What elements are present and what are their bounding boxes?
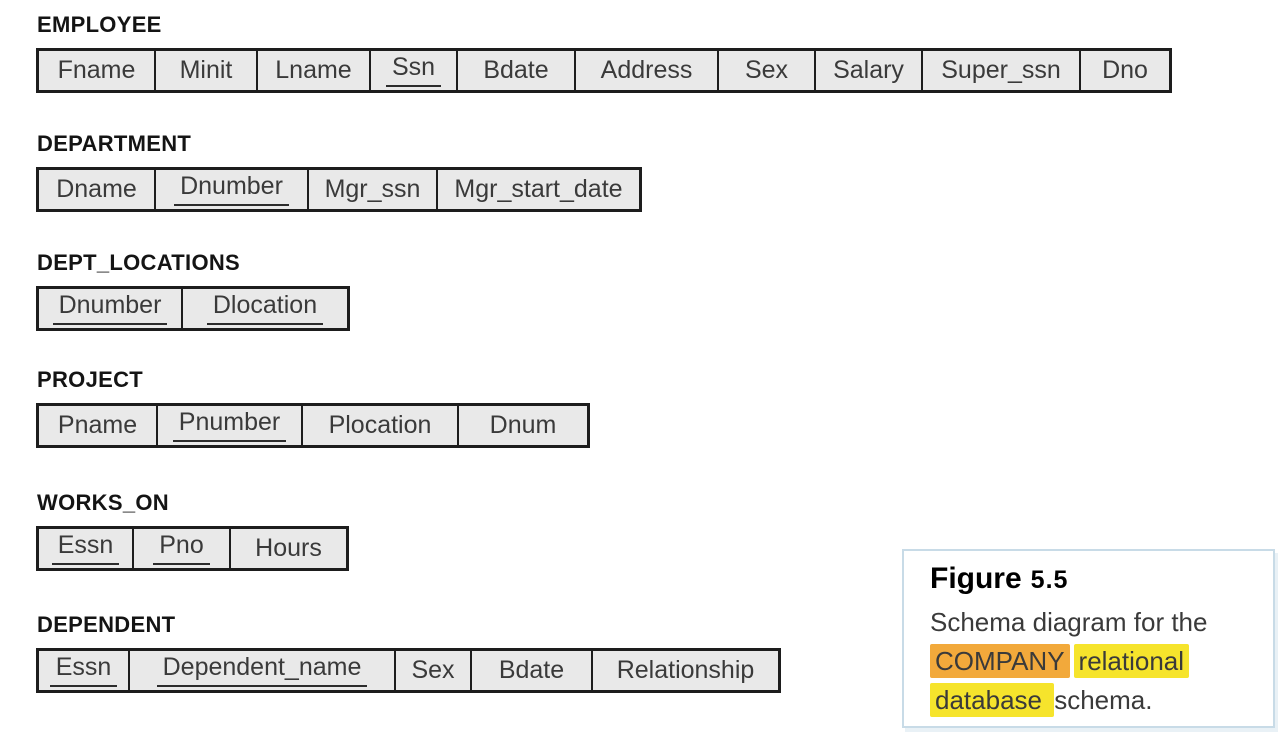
- attribute-label: Dnum: [489, 410, 557, 439]
- caption-line-schema-diagram: Schema diagram for the: [930, 603, 1273, 642]
- table-name-department: DEPARTMENT: [37, 131, 192, 156]
- caption-text: Schema diagram for the: [930, 607, 1208, 637]
- figure-number: 5.5: [1030, 566, 1069, 594]
- attribute-label-primary-key: Ssn: [385, 54, 442, 87]
- attr-cell-super-ssn: Super_ssn: [923, 51, 1081, 90]
- attribute-label: Mgr_start_date: [454, 174, 623, 203]
- attr-cell-dnumber: Dnumber: [156, 170, 309, 209]
- attribute-label-primary-key: Essn: [49, 654, 118, 687]
- attribute-label: Super_ssn: [941, 55, 1061, 84]
- highlighted-word-relational: relational: [1073, 644, 1190, 678]
- attr-cell-dependent-name: Dependent_name: [130, 651, 396, 690]
- attr-cell-bdate: Bdate: [472, 651, 593, 690]
- attr-cell-dnumber: Dnumber: [39, 289, 183, 328]
- attr-cell-lname: Lname: [258, 51, 371, 90]
- dept-locations-relation-row: Dnumber Dlocation: [36, 286, 350, 331]
- figure-word: Figure: [930, 562, 1022, 595]
- attr-cell-address: Address: [576, 51, 719, 90]
- attr-cell-pno: Pno: [134, 529, 231, 568]
- table-section-works-on: WORKS_ON Essn Pno Hours: [36, 491, 349, 571]
- attribute-label: Bdate: [498, 655, 565, 684]
- attribute-label: Hours: [255, 533, 322, 562]
- highlighted-word-company: COMPANY: [930, 644, 1070, 678]
- attribute-label: Sex: [744, 55, 789, 84]
- attribute-label: Mgr_ssn: [324, 174, 421, 203]
- caption-text: schema.: [1054, 685, 1153, 715]
- attr-cell-relationship: Relationship: [593, 651, 778, 690]
- attr-cell-essn: Essn: [39, 529, 134, 568]
- attribute-label: Dname: [56, 174, 137, 203]
- table-section-department: DEPARTMENT Dname Dnumber Mgr_ssn Mgr_sta…: [36, 132, 642, 212]
- attribute-label-primary-key: Dnumber: [52, 292, 168, 325]
- table-section-dept-locations: DEPT_LOCATIONS Dnumber Dlocation: [36, 251, 350, 331]
- attribute-label: Pname: [57, 410, 138, 439]
- attribute-label: Dno: [1102, 55, 1148, 84]
- attribute-label-primary-key: Dlocation: [206, 292, 324, 325]
- attribute-label: Minit: [179, 55, 233, 84]
- attr-cell-pname: Pname: [39, 406, 158, 445]
- attr-cell-sex: Sex: [396, 651, 472, 690]
- table-name-employee: EMPLOYEE: [37, 12, 162, 37]
- attribute-label: Sex: [411, 655, 455, 684]
- attr-cell-ssn: Ssn: [371, 51, 458, 90]
- table-name-project: PROJECT: [37, 367, 144, 392]
- attr-cell-fname: Fname: [39, 51, 156, 90]
- attribute-label: Salary: [833, 55, 904, 84]
- attr-cell-salary: Salary: [816, 51, 923, 90]
- attribute-label-primary-key: Essn: [51, 532, 120, 565]
- attribute-label-primary-key: Dnumber: [174, 173, 289, 206]
- figure-title: Figure 5.5: [930, 560, 1273, 603]
- attribute-label: Relationship: [616, 655, 755, 684]
- attribute-label-primary-key: Dependent_name: [156, 654, 368, 687]
- attr-cell-sex: Sex: [719, 51, 816, 90]
- attribute-label-primary-key: Pno: [153, 532, 210, 565]
- project-relation-row: Pname Pnumber Plocation Dnum: [36, 403, 590, 448]
- dependent-relation-row: Essn Dependent_name Sex Bdate Relationsh…: [36, 648, 781, 693]
- table-name-dept-locations: DEPT_LOCATIONS: [37, 250, 241, 275]
- attr-cell-dname: Dname: [39, 170, 156, 209]
- attr-cell-dnum: Dnum: [459, 406, 587, 445]
- attr-cell-hours: Hours: [231, 529, 346, 568]
- attr-cell-plocation: Plocation: [303, 406, 459, 445]
- highlighted-word-database: database: [930, 683, 1055, 717]
- attr-cell-minit: Minit: [156, 51, 258, 90]
- attribute-label: Bdate: [483, 55, 549, 84]
- attr-cell-bdate: Bdate: [458, 51, 576, 90]
- attr-cell-essn: Essn: [39, 651, 130, 690]
- attribute-label-primary-key: Pnumber: [172, 409, 287, 442]
- attr-cell-mgr-ssn: Mgr_ssn: [309, 170, 438, 209]
- attr-cell-dno: Dno: [1081, 51, 1169, 90]
- department-relation-row: Dname Dnumber Mgr_ssn Mgr_start_date: [36, 167, 642, 212]
- figure-caption-box: Figure 5.5 Schema diagram for the COMPANY…: [902, 549, 1275, 728]
- table-section-employee: EMPLOYEE Fname Minit Lname Ssn Bdate Add…: [36, 13, 1172, 93]
- attribute-label: Lname: [275, 55, 352, 84]
- attr-cell-pnumber: Pnumber: [158, 406, 303, 445]
- table-name-dependent: DEPENDENT: [37, 612, 176, 637]
- attribute-label: Fname: [57, 55, 136, 84]
- employee-relation-row: Fname Minit Lname Ssn Bdate Address Sex …: [36, 48, 1172, 93]
- table-name-works-on: WORKS_ON: [37, 490, 169, 515]
- caption-line-database-schema: database schema.: [930, 681, 1273, 720]
- works-on-relation-row: Essn Pno Hours: [36, 526, 349, 571]
- attr-cell-dlocation: Dlocation: [183, 289, 347, 328]
- table-section-dependent: DEPENDENT Essn Dependent_name Sex Bdate …: [36, 613, 781, 693]
- table-section-project: PROJECT Pname Pnumber Plocation Dnum: [36, 368, 590, 448]
- attribute-label: Address: [600, 55, 693, 84]
- attribute-label: Plocation: [328, 410, 432, 439]
- attr-cell-mgr-start-date: Mgr_start_date: [438, 170, 639, 209]
